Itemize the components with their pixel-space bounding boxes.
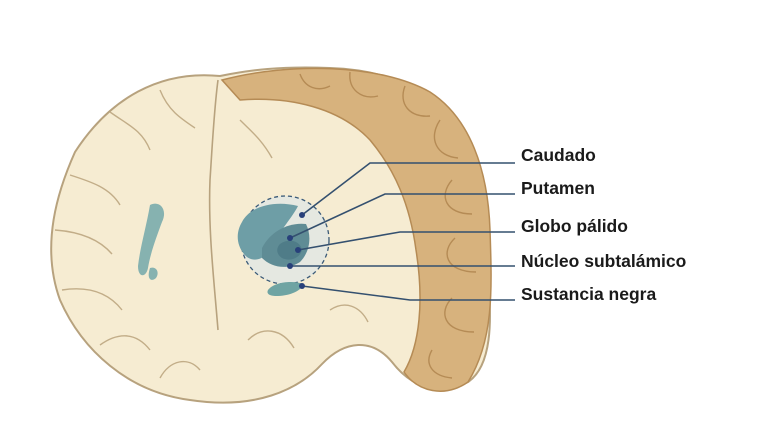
label-caudado: Caudado [521,145,596,165]
label-sustancia-negra: Sustancia negra [521,284,657,304]
label-globo-palido: Globo pálido [521,216,628,236]
pointer-dot-caudado [299,212,305,218]
globus-pallidus [277,240,302,260]
leader-line-putamen [289,193,515,239]
pointer-dots [287,212,305,289]
label-nucleo-subtalamico: Núcleo subtalámico [521,251,687,271]
sulci-lines [54,89,369,379]
leader-lines [289,162,515,301]
pointer-dot-sustancia-negra [299,283,305,289]
pointer-dot-nucleo-subtalamico [287,263,293,269]
pointer-dot-globo-palido [295,247,301,253]
caudate-nucleus [237,203,298,260]
left-deep-structures [138,203,165,280]
pointer-dot-putamen [287,235,293,241]
leader-line-caudado [301,162,515,216]
leader-line-globo-palido [297,231,515,251]
leader-line-sustancia-negra [301,285,515,301]
cortex-region [220,67,492,392]
label-putamen: Putamen [521,178,595,198]
cortex-folds [299,71,477,379]
substantia-nigra [267,282,304,296]
midline-fissure [208,79,219,331]
